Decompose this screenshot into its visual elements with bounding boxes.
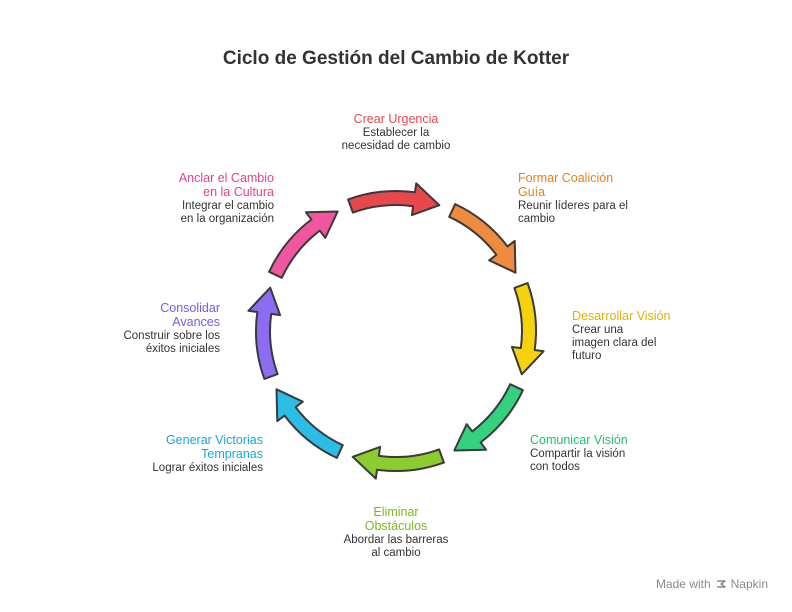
step-label-desarrollar-vision: Desarrollar Visión Crear una imagen clar… bbox=[572, 309, 692, 363]
step-label-crear-urgencia: Crear Urgencia Establecer la necesidad d… bbox=[322, 112, 470, 153]
arrow-desarrollar-vision bbox=[510, 282, 545, 376]
step-title: Anclar el Cambio en la Cultura bbox=[178, 171, 274, 199]
step-description: Reunir líderes para el cambio bbox=[518, 200, 628, 225]
arrow-generar-victorias bbox=[275, 388, 344, 459]
page-title: Ciclo de Gestión del Cambio de Kotter bbox=[222, 48, 570, 69]
step-title: Comunicar Visión bbox=[530, 433, 628, 447]
step-title: Crear Urgencia bbox=[353, 112, 439, 126]
step-title: Consolidar Avances bbox=[160, 301, 220, 329]
step-label-formar-coalicion: Formar Coalición Guía Reunir líderes par… bbox=[518, 171, 630, 226]
made-with-text: Made with bbox=[655, 577, 711, 591]
step-description: Integrar el cambio en la organización bbox=[180, 200, 274, 225]
arrow-crear-urgencia bbox=[347, 182, 441, 217]
step-title: Generar Victorias Tempranas bbox=[165, 433, 263, 461]
step-description: Compartir la visión con todos bbox=[530, 448, 626, 473]
arrow-consolidar-avances bbox=[247, 286, 282, 380]
step-label-generar-victorias: Generar Victorias Tempranas Lograr éxito… bbox=[140, 433, 263, 475]
step-title: Desarrollar Visión bbox=[572, 309, 671, 323]
step-description: Construir sobre los éxitos iniciales bbox=[123, 330, 220, 355]
arrow-formar-coalicion bbox=[448, 203, 517, 274]
step-label-consolidar-avances: Consolidar Avances Construir sobre los é… bbox=[118, 301, 220, 356]
napkin-watermark: Made with Napkin bbox=[656, 577, 768, 591]
cycle-arrows bbox=[247, 182, 545, 480]
step-label-eliminar-obstaculos: Eliminar Obstáculos Abordar las barreras… bbox=[330, 505, 462, 560]
step-description: Abordar las barreras al cambio bbox=[343, 534, 449, 559]
step-description: Crear una imagen clara del futuro bbox=[572, 324, 657, 362]
step-description: Establecer la necesidad de cambio bbox=[341, 127, 451, 152]
arrow-eliminar-obstaculos bbox=[351, 445, 445, 480]
arrow-anclar-cambio bbox=[268, 210, 339, 279]
step-description: Lograr éxitos iniciales bbox=[152, 462, 263, 474]
napkin-brand-text: Napkin bbox=[730, 577, 768, 591]
step-label-anclar-cambio: Anclar el Cambio en la Cultura Integrar … bbox=[150, 171, 274, 226]
napkin-logo-icon bbox=[716, 580, 726, 588]
step-title: Formar Coalición Guía bbox=[518, 171, 614, 199]
step-label-comunicar-vision: Comunicar Visión Compartir la visión con… bbox=[530, 433, 640, 474]
arrow-comunicar-vision bbox=[453, 383, 524, 452]
step-title: Eliminar Obstáculos bbox=[364, 505, 428, 533]
